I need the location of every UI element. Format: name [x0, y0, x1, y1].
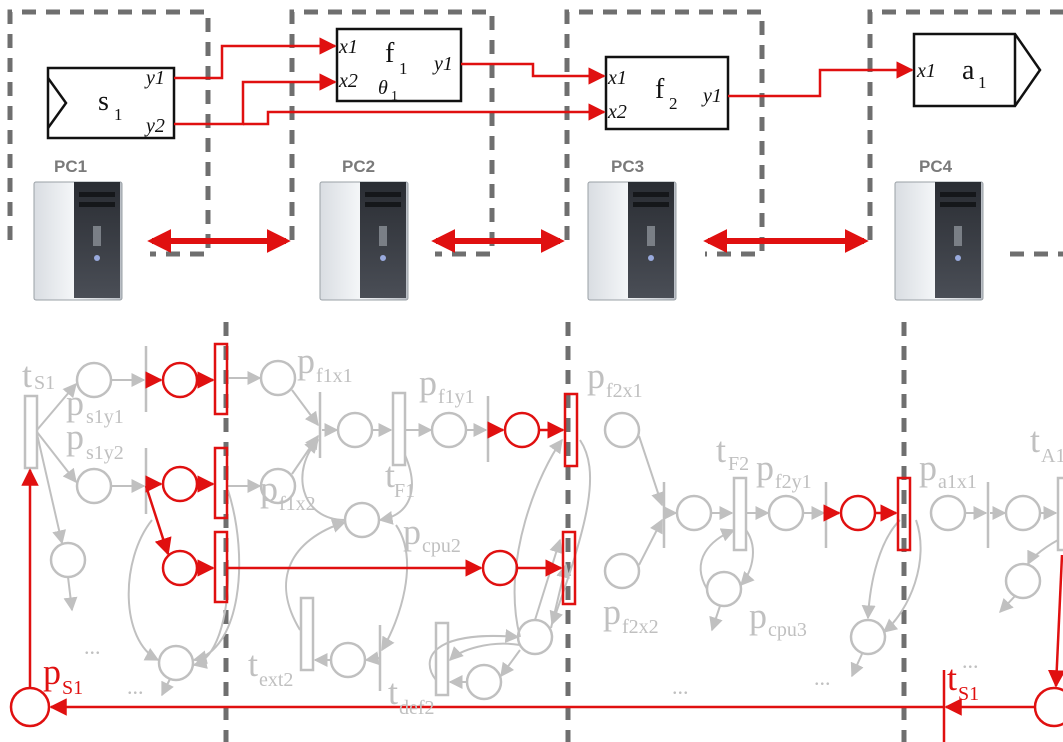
label-pf1x1-sub: f1x1: [316, 365, 353, 387]
pc3-tower-icon: [588, 182, 676, 300]
label-text2-main: t: [248, 644, 258, 684]
label-ps1y2-main: p: [66, 417, 84, 457]
pc1-tower-icon: [34, 182, 122, 300]
place-red-5: [483, 551, 517, 585]
block-f2-name: f: [655, 74, 665, 105]
label-ps1-main: p: [43, 652, 61, 692]
block-a1-name: a: [962, 55, 975, 86]
ellipsis-3: ...: [672, 674, 689, 699]
label-pf1x1-main: p: [297, 341, 315, 381]
block-f2-in1: x1: [607, 67, 627, 89]
transition-text2: [301, 598, 313, 670]
block-s1-sub: 1: [114, 105, 123, 124]
label-pa1x1-main: p: [919, 448, 937, 488]
label-ts1-sub: S1: [34, 372, 55, 394]
transition-red-2: [215, 448, 227, 518]
label-pcpu2-sub: cpu2: [422, 535, 461, 557]
place-red-4: [505, 413, 539, 447]
ellipsis-4: ...: [814, 665, 831, 690]
label-ps1-sub: S1: [62, 677, 83, 699]
label-ta1-main: t: [1030, 420, 1040, 460]
label-tdef2-sub: def2: [399, 697, 435, 719]
place-red-right: [1035, 688, 1063, 726]
place-red-2: [163, 467, 197, 501]
label-pf1x2-sub: f1x2: [279, 493, 316, 515]
label-pf2x1-main: p: [587, 356, 605, 396]
label-ts1-red-main: t: [947, 658, 957, 698]
block-s1-out2: y2: [144, 115, 165, 137]
ellipsis-5: ...: [962, 648, 979, 673]
label-ps1y2-sub: s1y2: [86, 442, 124, 464]
block-f2-out1: y1: [701, 85, 722, 107]
block-s1: s 1 y1 y2: [48, 67, 174, 138]
block-a1-in1: x1: [916, 60, 936, 82]
label-pf2x1-sub: f2x1: [606, 380, 643, 402]
block-connections: [174, 46, 912, 124]
label-tf1-sub: F1: [394, 480, 415, 502]
label-pcpu2-main: p: [403, 512, 421, 552]
label-pf2x2-main: p: [603, 592, 621, 632]
label-tf2-main: t: [716, 430, 726, 470]
label-ts1-red-sub: S1: [958, 683, 979, 705]
block-f2-in2: x2: [607, 101, 627, 123]
label-pf1y1-sub: f1y1: [438, 386, 475, 408]
label-pf1x2-main: p: [260, 469, 278, 509]
label-ts1-main: t: [22, 355, 32, 395]
pc2-tower-icon: [320, 182, 408, 300]
ellipsis-1: ...: [84, 634, 101, 659]
place-red-6: [841, 496, 875, 530]
place-ps1: [11, 688, 49, 726]
pc-labels: PC1 PC2 PC3 PC4: [54, 157, 953, 176]
label-pf2x2-sub: f2x2: [622, 616, 659, 638]
link-s1y2-f1x2: [174, 82, 335, 124]
link-s1y2-f2x2: [243, 112, 604, 124]
block-f2-sub: 2: [669, 94, 678, 113]
pc3-label: PC3: [611, 157, 644, 176]
transition-tf2: [734, 478, 746, 550]
pc4-label: PC4: [919, 157, 953, 176]
link-f2y1-a1x1: [728, 70, 912, 96]
label-pf1y1-main: p: [419, 363, 437, 403]
block-f1-param: θ: [378, 77, 388, 99]
link-s1y1-f1x1: [174, 46, 335, 78]
pc4-tower-icon: [895, 182, 983, 300]
label-pcpu3-main: p: [749, 596, 767, 636]
block-f1-in1: x1: [338, 36, 358, 58]
label-tf2-sub: F2: [728, 453, 749, 475]
label-text2-sub: ext2: [259, 669, 293, 691]
transition-tdef2: [436, 623, 448, 695]
label-pf2y1-sub: f2y1: [775, 471, 812, 493]
petri-red-arcs: [30, 380, 1062, 707]
block-f1-param-sub: 1: [391, 89, 398, 104]
pc2-label: PC2: [342, 157, 375, 176]
block-s1-out1: y1: [144, 67, 165, 89]
label-ps1y1-sub: s1y1: [86, 406, 124, 428]
block-s1-name: s: [98, 86, 109, 117]
ellipsis-2: ...: [127, 674, 144, 699]
label-ta1-sub: A1: [1041, 445, 1063, 467]
block-f1-name: f: [385, 38, 395, 69]
link-f1y1-f2x1: [461, 64, 604, 76]
place-red-3: [163, 551, 197, 585]
label-pf2y1-main: p: [756, 448, 774, 488]
block-f2: f 2 x1 x2 y1: [606, 57, 728, 129]
block-f1-sub: 1: [399, 59, 408, 78]
pc1-label: PC1: [54, 157, 87, 176]
block-f1: f 1 θ 1 x1 x2 y1: [337, 29, 461, 104]
label-tdef2-main: t: [388, 672, 398, 712]
place-red-1: [163, 363, 197, 397]
block-f1-out1: y1: [432, 53, 453, 75]
transition-ta1: [1058, 478, 1063, 550]
block-f1-in2: x2: [338, 70, 358, 92]
label-pcpu3-sub: cpu3: [768, 619, 807, 641]
label-pa1x1-sub: a1x1: [938, 471, 977, 493]
petri-gray: [25, 346, 1063, 699]
block-a1-sub: 1: [978, 73, 987, 92]
transition-ts1: [25, 396, 37, 468]
block-a1: a 1 x1: [914, 34, 1040, 106]
